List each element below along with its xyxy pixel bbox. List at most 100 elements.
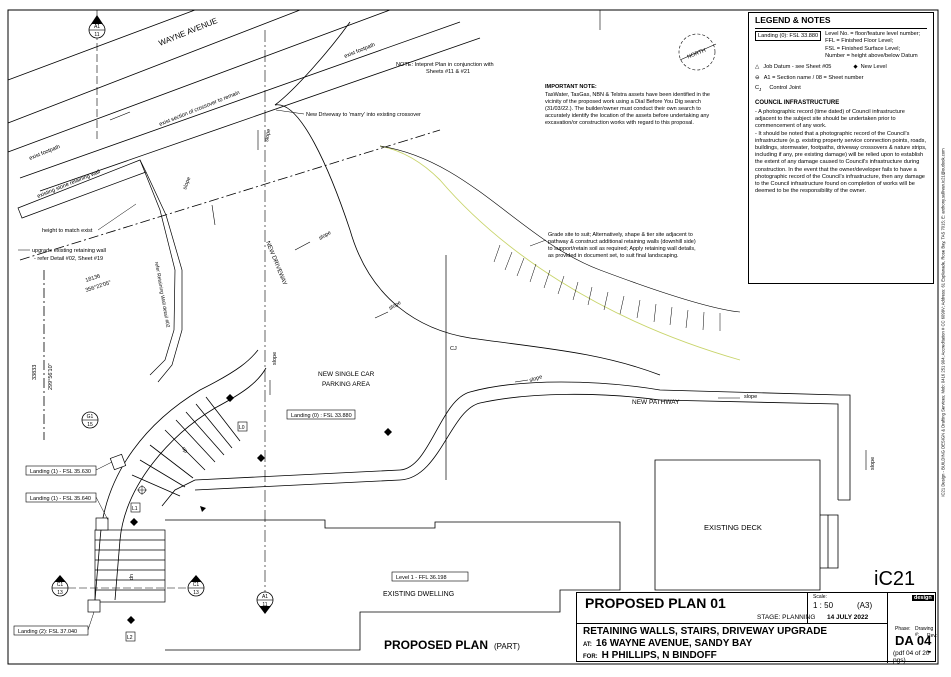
address-value: 16 WAYNE AVENUE, SANDY BAY — [595, 638, 753, 649]
svg-text:excavation/or construction wor: excavation/or construction works with re… — [545, 120, 694, 126]
new-pathway — [161, 381, 851, 507]
section-marker-c1-left: C1 13 — [51, 575, 69, 597]
plan-caption: PROPOSED PLAN(PART) — [384, 638, 520, 652]
level-tag-landing1b: Landing (1) - FSL 35.640 — [25, 492, 109, 521]
legend-level-line: Level No. = floor/feature level number; — [825, 31, 921, 38]
svg-text:Landing (1) - FSL 35.640: Landing (1) - FSL 35.640 — [30, 496, 91, 502]
label-existing-deck: EXISTING DECK — [704, 523, 762, 532]
title-divider — [807, 593, 808, 623]
note-interpret-1: NOTE: Intepret Plan in conjunction with — [396, 62, 494, 68]
marker-l2: L2 — [125, 631, 136, 642]
legend-section-note: A1 = Section name / 08 = Sheet number — [763, 75, 864, 82]
label-existing-dwelling: EXISTING DWELLING — [383, 591, 454, 598]
legend-job-datum: Job Datum - see Sheet #05 — [763, 64, 832, 71]
level-tag-landing1a: Landing (1) - FSL 35.630 — [25, 461, 113, 476]
svg-text:slope: slope — [264, 128, 272, 142]
svg-text:Level 1 - FFL 36.198: Level 1 - FFL 36.198 — [396, 575, 447, 581]
label-new-pathway: NEW PATHWAY — [632, 399, 680, 406]
label-exist-footpath-left: exist footpath — [29, 144, 62, 162]
svg-text:as provided in document set, t: as provided in document set, to suit fin… — [548, 253, 679, 259]
revision: - — [927, 643, 932, 658]
legend-datum-row: △ Job Datum - see Sheet #05 ◆ New Level — [755, 64, 927, 71]
svg-text:NORTH: NORTH — [686, 48, 706, 61]
note-important-body: TasWater, TasGas, NBN & Telstra assets h… — [545, 92, 710, 126]
note-grade-site: Grade site to suit; Alternatively, shape… — [548, 232, 696, 259]
title-divider — [887, 593, 888, 663]
svg-text:to support/retain soil as requ: to support/retain soil as required; Appl… — [548, 246, 696, 252]
legend-landing-box: Landing (0): FSL 33.880 — [755, 31, 822, 42]
plan-caption-title: PROPOSED PLAN — [384, 638, 489, 652]
stage: STAGE: PLANNING — [757, 614, 816, 621]
control-joint-icon: CJ — [755, 85, 762, 93]
label-parking-1: NEW SINGLE CAR — [318, 371, 375, 378]
curved-stair — [94, 349, 267, 601]
section-marker-icon: ⊖ — [755, 75, 760, 82]
level-tag-level1: Level 1 - FFL 36.198 — [391, 571, 469, 582]
company-logo: iC21 design — [874, 568, 936, 608]
legend-council-p1: - A photographic record (time dated) of … — [755, 108, 905, 130]
legend-section-row: ⊖ A1 = Section name / 08 = Sheet number — [755, 75, 927, 82]
grade-ticks — [493, 244, 721, 331]
legend-new-level: New Level — [860, 64, 887, 71]
svg-text:(31/03/22.). The builder/owner: (31/03/22.). The builder/owner must cond… — [545, 106, 701, 112]
project-address: AT:16 WAYNE AVENUE, SANDY BAY — [583, 638, 752, 649]
project-client: FOR:H PHILLIPS, N BINDOFF — [583, 650, 717, 661]
straight-stair — [87, 453, 166, 613]
svg-text:C1: C1 — [57, 582, 64, 588]
label-new-driveway-note: New Driveway to 'marry' into existing cr… — [306, 112, 421, 118]
logo-mark: iC21 — [874, 568, 916, 590]
triangle-icon: △ — [755, 64, 760, 71]
project-name: RETAINING WALLS, STAIRS, DRIVEWAY UPGRAD… — [583, 626, 828, 637]
legend-panel: LEGEND & NOTES Landing (0): FSL 33.880 L… — [748, 12, 934, 284]
issue-date: 14 JULY 2022 — [827, 614, 869, 621]
svg-text:slope: slope — [388, 300, 402, 312]
svg-text:Landing (0) : FSL 33.880: Landing (0) : FSL 33.880 — [291, 413, 352, 419]
svg-text:A1: A1 — [94, 24, 100, 30]
at-label: AT: — [583, 642, 592, 648]
svg-text:slope: slope — [318, 230, 332, 242]
label-parking-2: PARKING AREA — [322, 381, 371, 388]
svg-text:13: 13 — [57, 590, 63, 596]
label-cj: CJ — [450, 346, 457, 352]
label-refer-detail: refer Retaining Wall detail #02 — [153, 261, 171, 328]
svg-text:G1: G1 — [87, 414, 94, 420]
sheet-border — [7, 9, 939, 665]
marker-l0: L0 — [237, 421, 248, 432]
paper-size: (A3) — [857, 601, 873, 610]
svg-text:L2: L2 — [127, 635, 133, 641]
label-upgrade-wall-2: - refer Detail #02, Sheet #19 — [34, 256, 103, 262]
svg-text:A1: A1 — [262, 594, 268, 600]
new-level-icon: ◆ — [853, 64, 858, 71]
marker-l1: L1 — [130, 502, 141, 513]
note-important-title: IMPORTANT NOTE: — [545, 84, 597, 90]
svg-text:Landing (2): FSL 37.040: Landing (2): FSL 37.040 — [18, 629, 77, 635]
svg-text:11: 11 — [94, 32, 99, 38]
legend-level-row: Landing (0): FSL 33.880 Level No. = floo… — [755, 31, 927, 60]
rev-label: Rev: — [927, 633, 938, 639]
logo-word: design — [912, 595, 934, 601]
scale-label: Scale: — [813, 594, 827, 600]
svg-text:11: 11 — [262, 602, 267, 608]
designer-side-strip: IC21 Design - BUILDING DESIGN & Drafting… — [938, 20, 946, 630]
svg-text:C1: C1 — [193, 582, 200, 588]
section-marker-c1-right: C1 13 — [187, 575, 205, 597]
label-dist1: 18136 — [85, 273, 101, 283]
north-arrow-icon: NORTH — [678, 33, 717, 71]
svg-text:vicinity of the proposed work: vicinity of the proposed work using a Di… — [545, 99, 701, 105]
leader-height — [97, 203, 137, 231]
legend-level-line: FSL = Finished Surface Level; — [825, 45, 901, 52]
label-new-driveway: NEW DRIVEWAY — [264, 241, 287, 287]
legend-level-line: Number = height above/below Datum — [825, 52, 918, 59]
drawing-number: DA 04 — [895, 633, 932, 648]
slope-arrows — [211, 130, 867, 470]
title-block: PROPOSED PLAN 01 Scale: 1 : 50 (A3) STAG… — [576, 592, 938, 664]
legend-cj-row: CJ Control Joint — [755, 85, 927, 93]
slope-labels: slope slope slope slope slope slope slop… — [182, 128, 876, 470]
level-tag-landing0: Landing (0) : FSL 33.880 — [286, 409, 356, 420]
svg-text:pathway & construct additional: pathway & construct additional retaining… — [548, 239, 696, 245]
svg-text:13: 13 — [193, 590, 199, 596]
label-up-straight: up — [128, 574, 134, 580]
legend-level-desc: Level No. = floor/feature level number; … — [825, 31, 920, 60]
